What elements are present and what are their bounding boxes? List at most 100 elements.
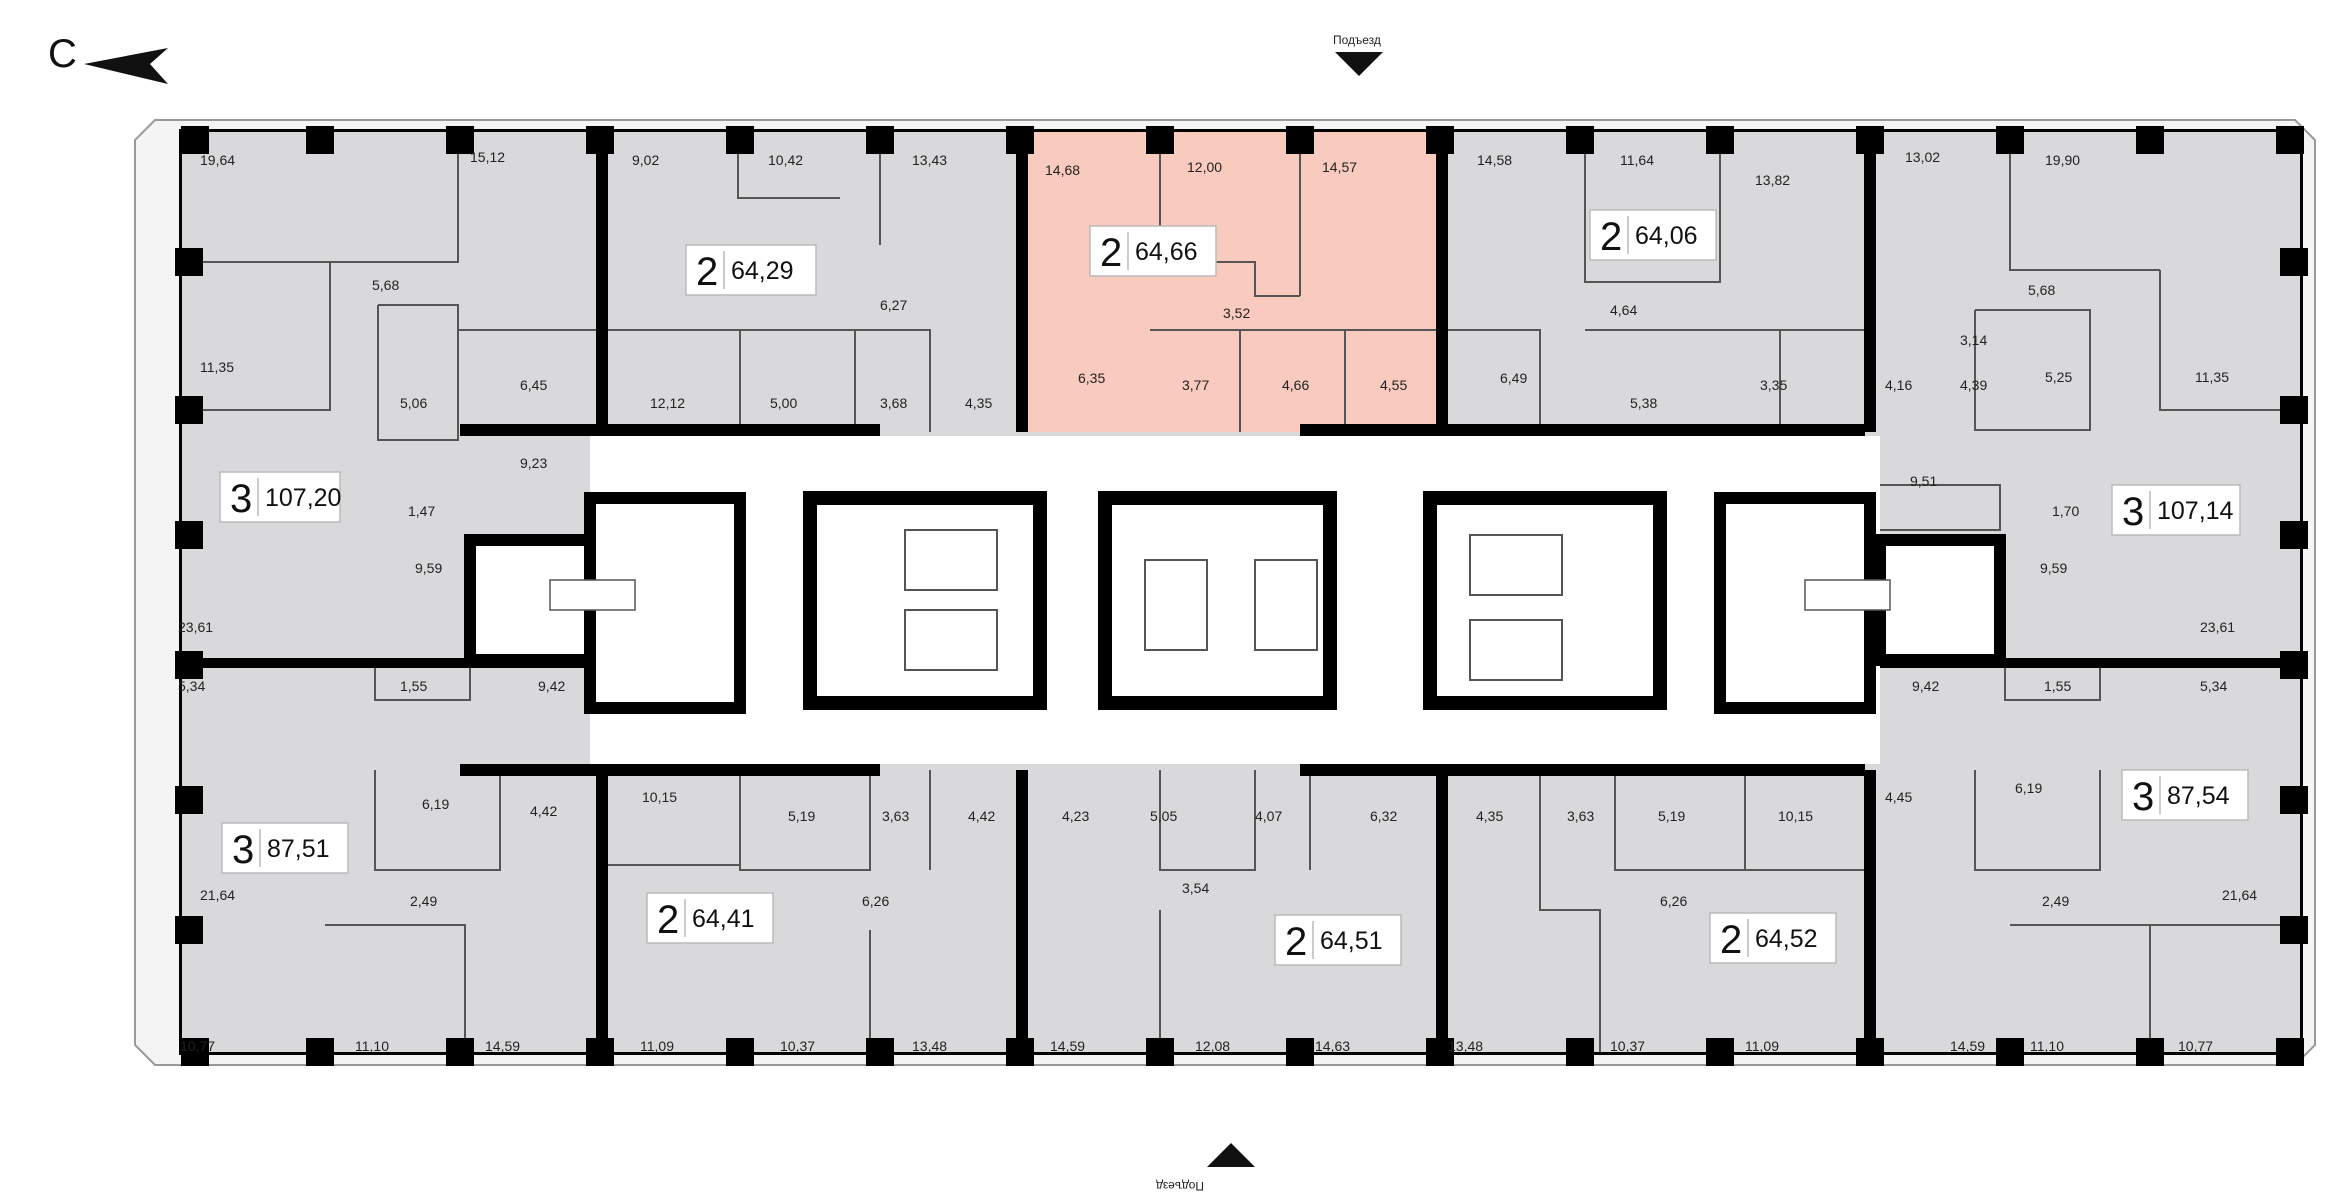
room-area-label: 6,32 — [1370, 808, 1397, 824]
room-area-label: 11,35 — [2195, 369, 2229, 385]
apartment-area: 107,20 — [265, 484, 341, 512]
elevator-shaft-right — [1423, 491, 1667, 710]
column — [2276, 126, 2304, 154]
room-area-label: 4,64 — [1610, 302, 1637, 318]
room-area-label: 5,00 — [770, 395, 797, 411]
room-area-label: 2,49 — [2042, 893, 2069, 909]
apartment-badge-box — [1589, 209, 1717, 261]
room-area-label: 4,35 — [965, 395, 992, 411]
column — [2280, 521, 2308, 549]
column — [1566, 126, 1594, 154]
stair-flight — [1804, 579, 1891, 611]
room-area-label: 6,35 — [1078, 370, 1105, 386]
apartment-badge-box — [221, 822, 349, 874]
apartment-rooms: 2 — [1100, 231, 1122, 275]
entrance-top: Подъезд — [1333, 33, 1383, 76]
room-area-label: 11,10 — [2030, 1038, 2064, 1054]
room-area-label: 5,68 — [2028, 282, 2055, 298]
elevator-car — [1144, 559, 1208, 651]
room-area-label: 6,19 — [422, 796, 449, 812]
room-area-label: 11,10 — [355, 1038, 389, 1054]
elevator-car — [1469, 619, 1563, 681]
room-area-label: 10,15 — [1778, 808, 1813, 824]
column — [306, 1038, 334, 1066]
column — [175, 916, 203, 944]
room-area-label: 13,48 — [912, 1038, 947, 1054]
room-area-label: 4,07 — [1255, 808, 1282, 824]
apartment-region[interactable] — [1870, 662, 2300, 1052]
room-area-label: 14,63 — [1315, 1038, 1350, 1054]
column — [1286, 126, 1314, 154]
room-area-label: 9,23 — [520, 455, 547, 471]
room-area-label: 9,59 — [415, 560, 442, 576]
column — [181, 1038, 209, 1066]
room-area-label: 3,77 — [1182, 377, 1209, 393]
apartment-area: 64,41 — [692, 905, 755, 933]
room-area-label: 5,34 — [2200, 678, 2227, 694]
room-area-label: 3,63 — [882, 808, 909, 824]
apartment-badge-box — [1709, 912, 1837, 964]
room-area-label: 11,35 — [200, 359, 234, 375]
column — [1146, 126, 1174, 154]
apartment-region[interactable] — [1022, 132, 1442, 432]
apartment-rooms: 2 — [696, 250, 718, 294]
elevator-car — [904, 609, 998, 671]
building-core — [464, 436, 2006, 764]
column — [1286, 1038, 1314, 1066]
column — [181, 126, 209, 154]
room-area-label: 19,64 — [200, 152, 235, 168]
column — [1706, 1038, 1734, 1066]
column — [446, 1038, 474, 1066]
room-area-label: 3,35 — [1760, 377, 1787, 393]
apartment-region[interactable] — [1022, 770, 1442, 1052]
room-area-label: 10,77 — [180, 1038, 215, 1054]
room-area-label: 11,64 — [1620, 152, 1654, 168]
column — [1426, 1038, 1454, 1066]
column — [866, 1038, 894, 1066]
column — [586, 126, 614, 154]
apartment-area: 64,06 — [1635, 222, 1698, 250]
apartment-badge-box — [219, 471, 341, 523]
structural-walls — [182, 132, 2300, 1052]
room-area-label: 14,58 — [1477, 152, 1512, 168]
room-area-label: 14,59 — [1050, 1038, 1085, 1054]
room-area-label: 19,90 — [2045, 152, 2080, 168]
room-area-label: 11,09 — [640, 1038, 674, 1054]
room-area-label: 14,68 — [1045, 162, 1080, 178]
entrance-arrow-icon — [1207, 1143, 1255, 1167]
apartment-rooms: 2 — [1285, 920, 1307, 964]
room-area-label: 3,52 — [1223, 305, 1250, 321]
room-area-label: 4,55 — [1380, 377, 1407, 393]
room-area-label: 9,51 — [1910, 473, 1937, 489]
apartment-area: 64,66 — [1135, 238, 1198, 266]
room-area-label: 15,12 — [470, 149, 505, 165]
entrance-bottom: Подъезд — [1156, 1143, 1255, 1193]
room-area-label: 4,66 — [1282, 377, 1309, 393]
apartment-area: 87,54 — [2167, 782, 2230, 810]
room-area-label: 10,37 — [1610, 1038, 1645, 1054]
column — [175, 521, 203, 549]
entrance-arrow-icon — [1335, 52, 1383, 76]
apartment-region[interactable] — [1442, 770, 1870, 1052]
room-area-label: 10,42 — [768, 152, 803, 168]
column — [2136, 126, 2164, 154]
room-area-label: 13,82 — [1755, 172, 1790, 188]
room-area-label: 2,49 — [410, 893, 437, 909]
room-area-label: 3,54 — [1182, 880, 1209, 896]
column — [726, 1038, 754, 1066]
room-area-label: 6,19 — [2015, 780, 2042, 796]
apartment-rooms: 2 — [657, 898, 679, 942]
room-area-label: 6,49 — [1500, 370, 1527, 386]
